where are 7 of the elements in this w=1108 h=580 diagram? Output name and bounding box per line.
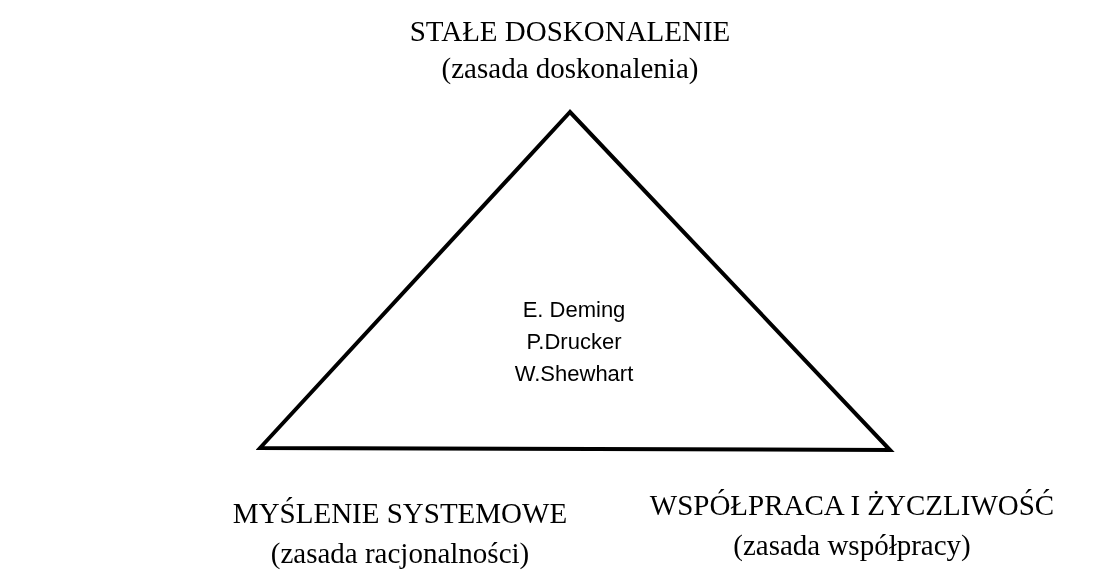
subtitle-label: (zasada doskonalenia)	[441, 53, 699, 85]
heading-label: MYŚLENIE SYSTEMOWE	[232, 498, 568, 530]
heading-label: STAŁE DOSKONALENIE	[409, 16, 731, 48]
heading-label: WSPÓŁPRACA I ŻYCZLIWOŚĆ	[649, 490, 1055, 522]
name-list: E. Deming P.Drucker W.Shewhart	[504, 294, 644, 390]
subtitle-label: (zasada współpracy)	[733, 530, 971, 562]
subtitle-label: (zasada racjonalności)	[270, 538, 530, 570]
